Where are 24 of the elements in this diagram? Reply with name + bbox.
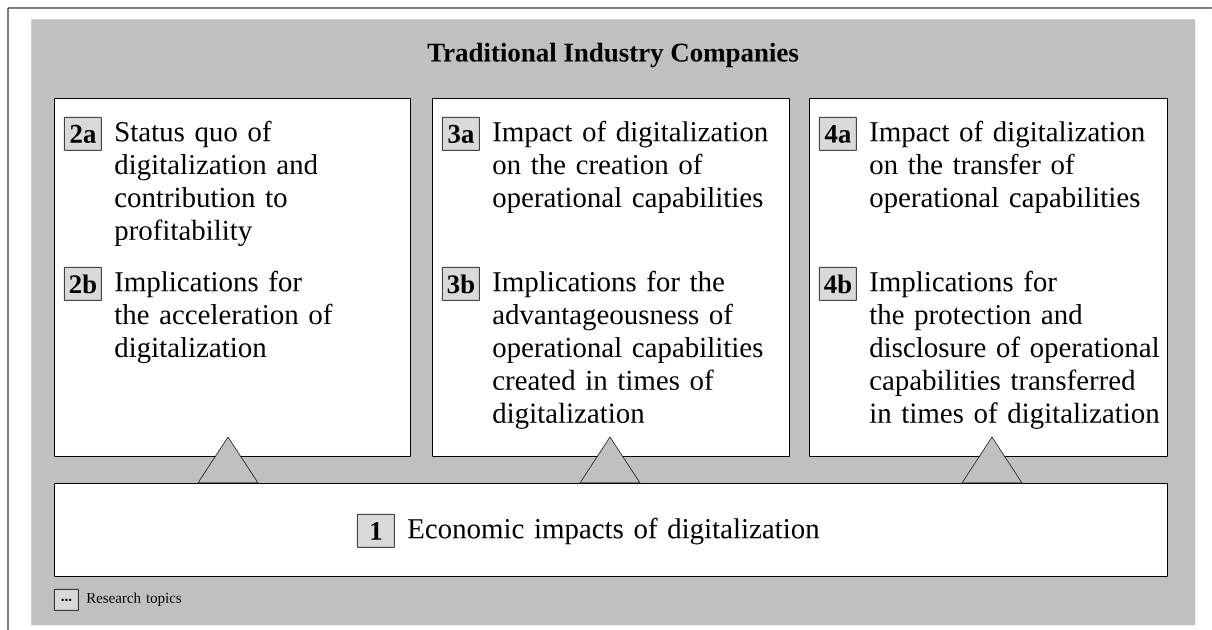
topic-text: Economic impacts of digitalization xyxy=(408,517,820,545)
number-badge: 2a xyxy=(64,117,102,151)
triangle xyxy=(579,436,641,484)
number-badge: 4a xyxy=(819,117,857,151)
number-badge: 1 xyxy=(357,514,395,548)
topic-box xyxy=(54,483,1168,577)
topic-text: Implications for the advantageousness of operational capabilities created in times of digitalization xyxy=(493,270,763,429)
topic-text: Status quo of digitalization and contribution to profitability xyxy=(114,120,318,247)
number-badge: 4b xyxy=(819,267,857,301)
number-badge: 3b xyxy=(442,267,480,301)
topic-box xyxy=(54,98,411,457)
topic-text: Implications for the acceleration of digitalization xyxy=(114,270,333,364)
triangle xyxy=(197,436,259,484)
topic-text: Impact of digitalization on the transfer of operational capabilities xyxy=(870,120,1145,214)
topic-box xyxy=(809,98,1168,457)
topic-text: Implications for the protection and disclosure of operational capabilities transferred in times of digitalization xyxy=(869,270,1160,429)
number-badge: ... xyxy=(54,589,79,611)
title: Traditional Industry Companies xyxy=(427,42,799,68)
number-badge: 2b xyxy=(64,267,102,301)
topic-text: Impact of digitalization on the creation of operational capabilities xyxy=(493,120,768,214)
number-badge: 3a xyxy=(442,117,480,151)
topic-box xyxy=(432,98,790,457)
triangle xyxy=(961,436,1023,484)
topic-text: Research topics xyxy=(86,592,182,606)
